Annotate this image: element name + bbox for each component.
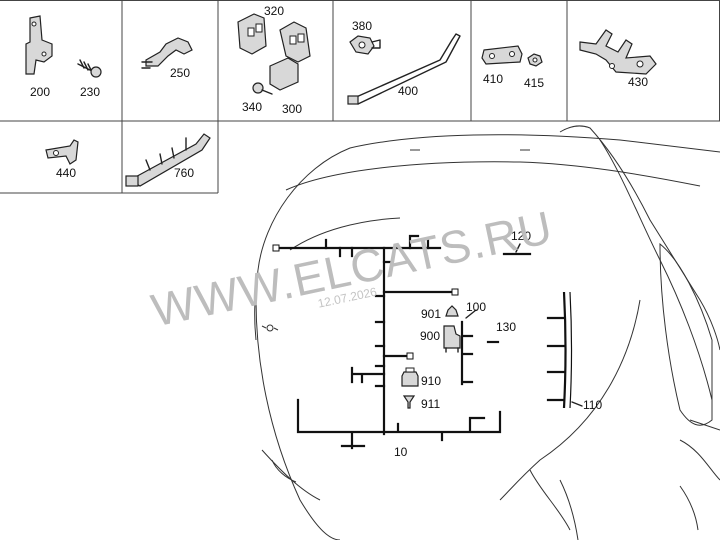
label-250: 250 <box>170 66 190 80</box>
parts-labels: 200 230 250 320 340 300 380 400 410 415 … <box>30 4 648 180</box>
label-100: 100 <box>466 300 486 314</box>
part-760-harness-clip[interactable] <box>125 133 211 187</box>
part-380-nut[interactable] <box>349 35 381 55</box>
connector-900[interactable] <box>443 325 461 353</box>
part-320-bracket[interactable] <box>237 13 311 91</box>
harness-110[interactable] <box>546 291 583 409</box>
car-outline <box>254 125 720 540</box>
connector-901[interactable] <box>445 305 459 317</box>
part-340-screw[interactable] <box>252 82 273 95</box>
diagram-labels: 10 100 110 120 130 900 901 910 911 <box>394 229 602 459</box>
label-380: 380 <box>352 19 372 33</box>
part-440-bracket[interactable] <box>45 139 79 165</box>
connector-911[interactable] <box>402 395 416 409</box>
watermark-text: WWW.ELCATS.RU <box>147 201 557 337</box>
watermark: WWW.ELCATS.RU 12.07.2026 <box>147 201 557 337</box>
part-200-bracket[interactable] <box>25 15 53 75</box>
label-400: 400 <box>398 84 418 98</box>
label-910: 910 <box>421 374 441 388</box>
label-110: 110 <box>583 398 602 412</box>
label-120: 120 <box>511 229 531 243</box>
label-340: 340 <box>242 100 262 114</box>
label-130: 130 <box>496 320 516 334</box>
label-320: 320 <box>264 4 284 18</box>
harness-100[interactable] <box>460 309 477 386</box>
part-410-plate[interactable] <box>481 45 523 65</box>
label-430: 430 <box>628 75 648 89</box>
label-200: 200 <box>30 85 50 99</box>
label-901: 901 <box>421 307 441 321</box>
label-300: 300 <box>282 102 302 116</box>
label-10: 10 <box>394 445 408 459</box>
label-440: 440 <box>56 166 76 180</box>
part-230-screw[interactable] <box>77 59 102 78</box>
part-400-cable-tie[interactable] <box>347 33 461 105</box>
part-430-bracket[interactable] <box>579 29 657 75</box>
label-760: 760 <box>174 166 194 180</box>
label-900: 900 <box>420 329 440 343</box>
label-415: 415 <box>524 76 544 90</box>
part-415-nut[interactable] <box>527 53 543 67</box>
connector-910[interactable] <box>401 367 419 387</box>
harness-10[interactable] <box>272 234 502 450</box>
part-250-clamp[interactable] <box>141 37 193 69</box>
parts-grid <box>0 0 720 194</box>
label-410: 410 <box>483 72 503 86</box>
label-911: 911 <box>421 397 440 411</box>
harness-120[interactable] <box>502 243 532 256</box>
label-230: 230 <box>80 85 100 99</box>
